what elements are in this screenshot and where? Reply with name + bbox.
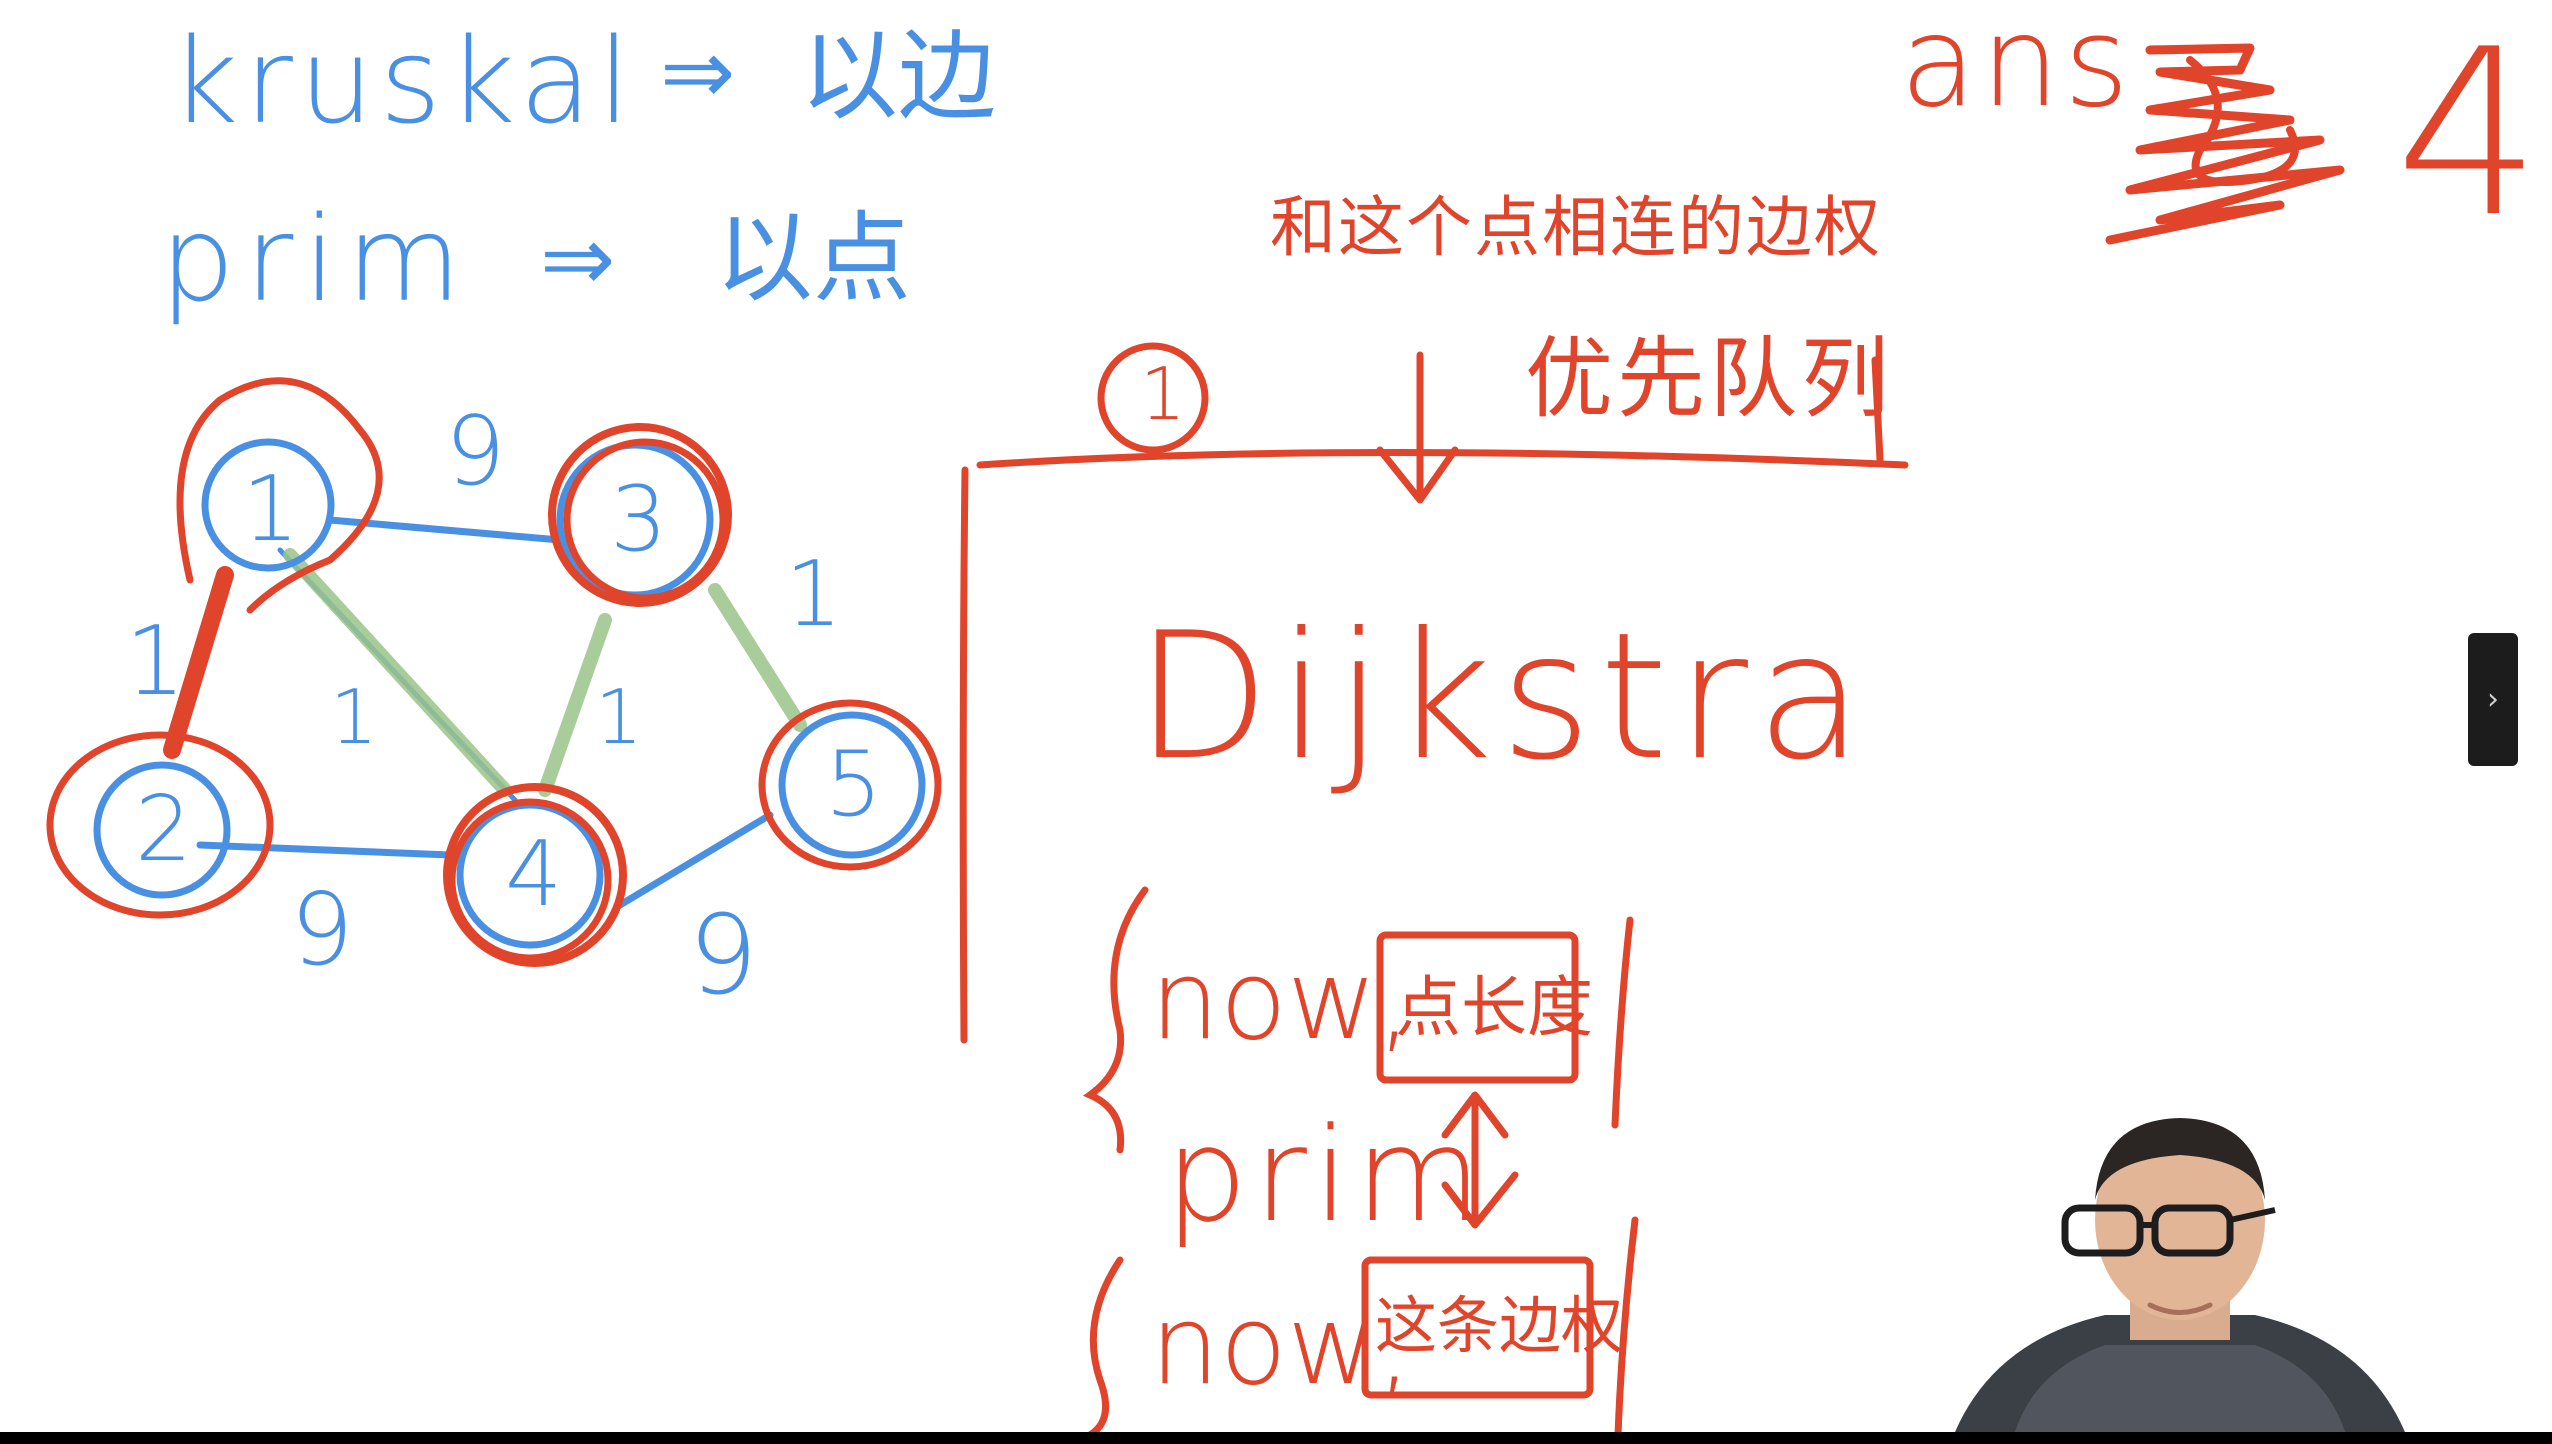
edge-weight: 1 [595,673,643,761]
edge-weight: 9 [445,397,506,507]
algorithm-title: Dijkstra [1135,596,1872,799]
edge-weight: 9 [688,891,758,1019]
node-label: 1 [242,457,300,562]
edge-4-5 [616,811,774,909]
prim-label: prim [160,190,472,328]
header-note: 和这个点相连的边权 [1270,189,1882,266]
node-label: 5 [825,732,883,837]
prim-transition-label: prim [1165,1099,1488,1251]
dijkstra-pair-first: now, [1150,936,1412,1064]
bottom-bar [0,1432,2552,1444]
prim-arrow: ⇒ [540,207,616,312]
edge-1-3 [326,516,564,544]
edge-weight: 1 [125,607,186,717]
answer-value: 4 [2395,1,2542,268]
graph-diagram [46,377,942,967]
prim-note: 以点 [715,202,912,316]
edge-weight: 1 [785,542,843,647]
kruskal-note: 以边 [800,20,997,134]
edge-weight: 9 [290,871,354,988]
presenter-webcam [1955,1110,2405,1432]
edge-2-4 [196,841,454,859]
edge-weight: 1 [330,673,378,761]
dijkstra-pair-second: 点长度 [1395,969,1593,1046]
node-label: 4 [505,822,563,927]
kruskal-arrow: ⇒ [660,20,736,125]
queue-frame [959,342,1909,1439]
queue-label: 优先队列 [1525,327,1894,430]
prim-pair-first: now, [1150,1281,1412,1409]
side-panel-toggle[interactable]: › [2468,633,2518,766]
answer-label: ans [1900,0,2133,135]
node-label: 2 [135,777,193,882]
scribble-mark [2105,43,2345,245]
chevron-right-icon: › [2487,682,2499,717]
start-node-label: 1 [1140,352,1186,436]
kruskal-label: kruskal [170,12,637,150]
node-label: 3 [610,467,668,572]
prim-pair-second: 这条边权 [1375,1289,1624,1362]
